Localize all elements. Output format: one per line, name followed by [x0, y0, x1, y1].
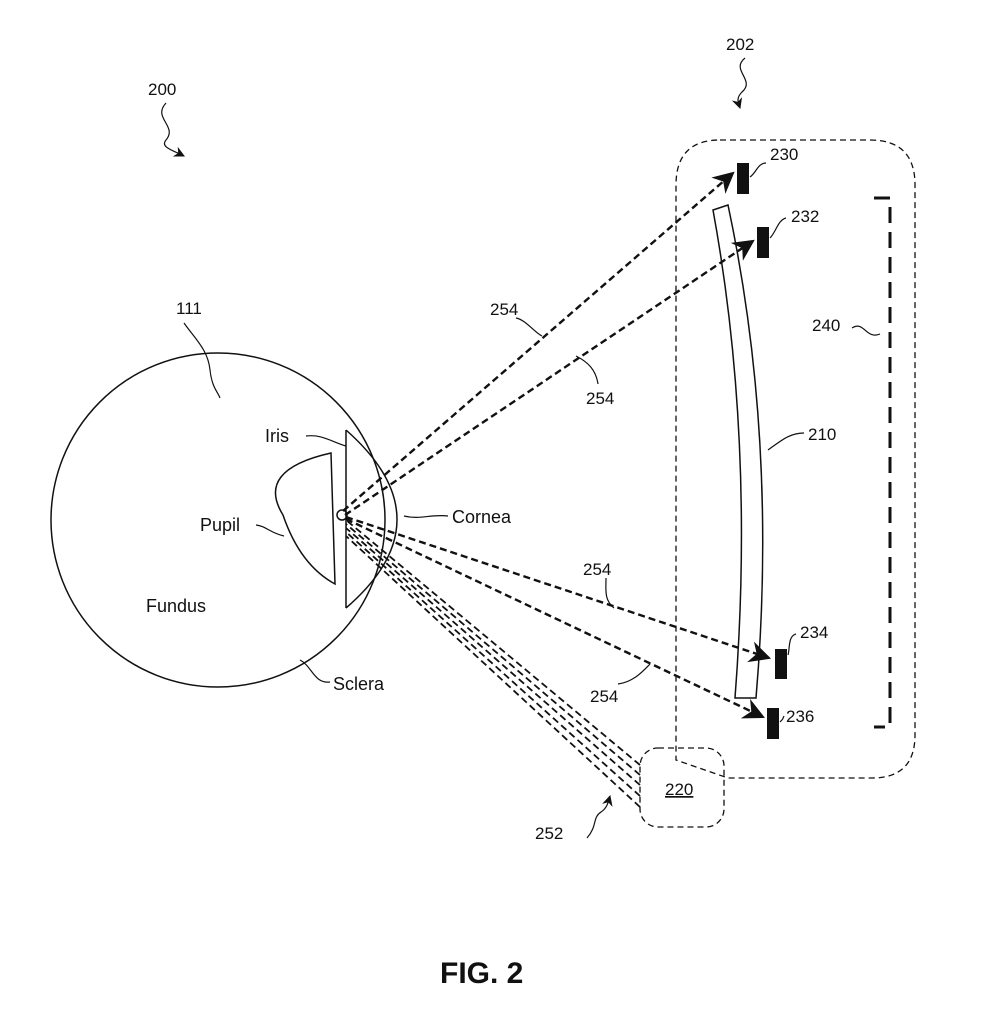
arrow-200	[161, 102, 185, 157]
label-236: 236	[786, 707, 814, 726]
eye	[50, 352, 398, 688]
leader-232	[769, 217, 787, 239]
leader-pupil	[255, 524, 285, 537]
label-iris: Iris	[265, 426, 289, 446]
lens	[712, 204, 764, 699]
label-254-a: 254	[490, 300, 518, 319]
label-202: 202	[726, 35, 754, 54]
sensor-236	[767, 708, 779, 739]
leader-sclera	[299, 659, 331, 683]
leader-254-d	[617, 663, 651, 685]
leader-234	[787, 633, 797, 656]
leader-cornea	[403, 514, 449, 519]
label-fundus: Fundus	[146, 596, 206, 616]
label-sclera: Sclera	[333, 674, 385, 694]
ray-to-sensor-236	[345, 517, 765, 719]
ray-to-sensor-230	[342, 171, 735, 512]
label-220: 220	[665, 780, 693, 799]
leader-254-c	[605, 577, 615, 609]
figure-caption: FIG. 2	[440, 957, 523, 990]
leader-iris	[305, 435, 347, 447]
label-254-d: 254	[590, 687, 618, 706]
label-254-b: 254	[586, 389, 614, 408]
leader-lines	[161, 57, 881, 839]
label-cornea: Cornea	[452, 507, 512, 527]
light-source-box	[639, 747, 725, 828]
label-111: 111	[176, 299, 202, 318]
leader-111	[183, 322, 221, 399]
arrow-252	[586, 794, 613, 839]
label-234: 234	[800, 623, 828, 642]
label-252: 252	[535, 824, 563, 843]
ray-to-sensor-232	[344, 239, 755, 516]
display-bracket	[874, 196, 892, 729]
leader-254-a	[515, 317, 543, 337]
pupil-lens-shape	[274, 452, 336, 586]
sensor-232	[757, 227, 769, 258]
arrow-202	[731, 57, 747, 110]
sensor-230	[737, 163, 749, 194]
label-240: 240	[812, 316, 840, 335]
leader-210	[767, 432, 805, 451]
label-210: 210	[808, 425, 836, 444]
label-pupil: Pupil	[200, 515, 240, 535]
leader-254-b	[575, 355, 599, 385]
sensor-234	[775, 649, 787, 679]
emitted-light-rays	[345, 519, 641, 808]
leader-230	[749, 162, 767, 178]
label-200: 200	[148, 80, 176, 99]
label-254-c: 254	[583, 560, 611, 579]
eyeball-outline	[50, 352, 386, 688]
leader-236	[779, 715, 785, 723]
cornea-bulge	[345, 429, 398, 609]
device-boundary	[675, 139, 916, 779]
ray-to-sensor-234	[345, 515, 772, 663]
label-230: 230	[770, 145, 798, 164]
label-232: 232	[791, 207, 819, 226]
leader-240	[851, 325, 881, 336]
